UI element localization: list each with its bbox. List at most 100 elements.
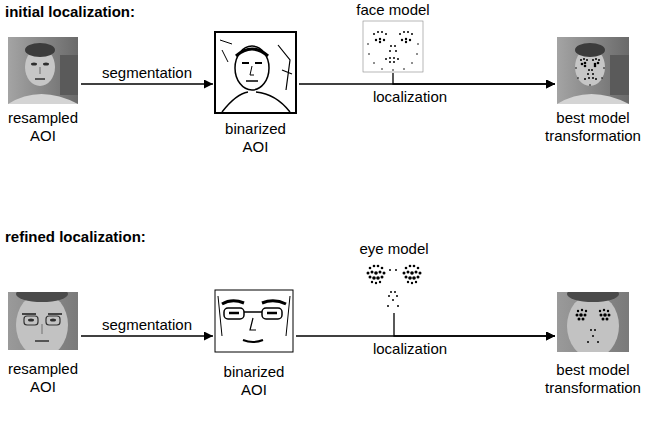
illustration-part [575,58,605,86]
illustration-part [393,57,395,59]
illustration-part [383,39,385,41]
illustration-part [35,78,45,80]
illustration-part [587,341,589,343]
image-panel: eye model [361,260,427,312]
result-photo [557,37,629,104]
illustration-part [577,310,579,312]
illustration-part [610,55,629,95]
illustration-part [222,301,286,304]
illustration-part [16,292,68,302]
illustration-part [592,335,594,337]
illustration-part [403,31,405,33]
illustration-part [381,68,383,70]
binarized-image [215,290,293,352]
illustration-part [385,33,387,35]
illustration-part [415,271,418,274]
illustration-part [411,282,413,284]
illustration-part [8,94,78,104]
illustration-part [371,281,373,283]
illustration-part [215,290,293,352]
illustration-part [392,69,394,71]
illustration-part [242,62,262,64]
illustration-part [375,282,377,284]
illustration-part [586,59,588,61]
illustration-part [578,318,581,321]
image-panel: resampled AOI [8,37,78,104]
illustration-part [417,43,419,45]
illustration-part [405,267,408,270]
illustration-part [411,33,413,35]
illustration-part [603,313,607,317]
illustration-part [35,340,49,342]
illustration-part [590,329,592,331]
illustration-part [608,314,611,317]
face-model-image [363,21,423,72]
illustration-part [597,62,600,65]
illustration-part [603,309,605,311]
illustration-part [389,50,391,52]
illustration-part [410,271,414,275]
illustration-part [372,276,376,280]
illustration-part [595,78,597,80]
illustration-part [393,61,395,63]
image-caption: binarized AOI [212,363,296,399]
illustration-part [577,77,579,79]
illustration-part [367,272,370,275]
image-caption: face model [348,1,438,19]
illustration-part [31,63,37,66]
illustration-part [598,59,600,61]
illustration-part [381,31,383,33]
illustration-part [606,318,609,321]
illustration-part [417,276,420,279]
illustration-part [392,299,394,301]
illustration-part [24,316,38,325]
illustration-part [220,40,232,62]
illustration-part [584,65,587,68]
illustration-part [567,294,619,352]
image-panel: best model transformation [557,292,629,352]
illustration-part [403,68,405,70]
eye-model-image [361,260,427,312]
illustration-part [375,39,377,41]
illustration-part [385,58,387,60]
illustration-part [602,318,605,321]
face-photo [8,37,78,104]
illustration-part [25,43,55,57]
illustration-part [576,314,579,317]
illustration-part [381,267,384,270]
image-caption: resampled AOI [3,109,83,145]
illustration-part [60,55,78,95]
illustration-part [371,271,374,274]
illustration-part [218,296,290,336]
illustration-part [394,45,396,47]
illustration-part [374,271,378,275]
illustration-part [229,312,277,315]
illustration-part [588,69,590,71]
illustration-part [575,67,577,69]
illustration-part [580,59,582,61]
illustration-part [376,276,380,280]
section-title: refined localization: [5,228,146,245]
illustration-part [250,66,254,75]
illustration-part [373,62,375,64]
flow-arrow [393,73,555,84]
image-panel: binarized AOI [215,290,293,352]
illustration-part [567,292,619,302]
illustration-part [250,318,256,330]
image-panel: binarized AOI [215,32,296,113]
illustration-part [361,260,427,312]
illustration-part [584,314,587,317]
illustration-part [379,281,381,283]
illustration-part [405,38,407,40]
result-photo [557,292,629,352]
image-caption: eye model [349,240,439,258]
illustration-part [367,43,369,45]
illustration-part [395,50,397,52]
illustration-part [396,295,398,297]
illustration-part [415,281,417,283]
illustration-part [403,272,406,275]
illustration-part [387,305,389,307]
illustration-part [600,314,603,317]
illustration-part [405,41,407,43]
flow-arrow [81,335,213,336]
